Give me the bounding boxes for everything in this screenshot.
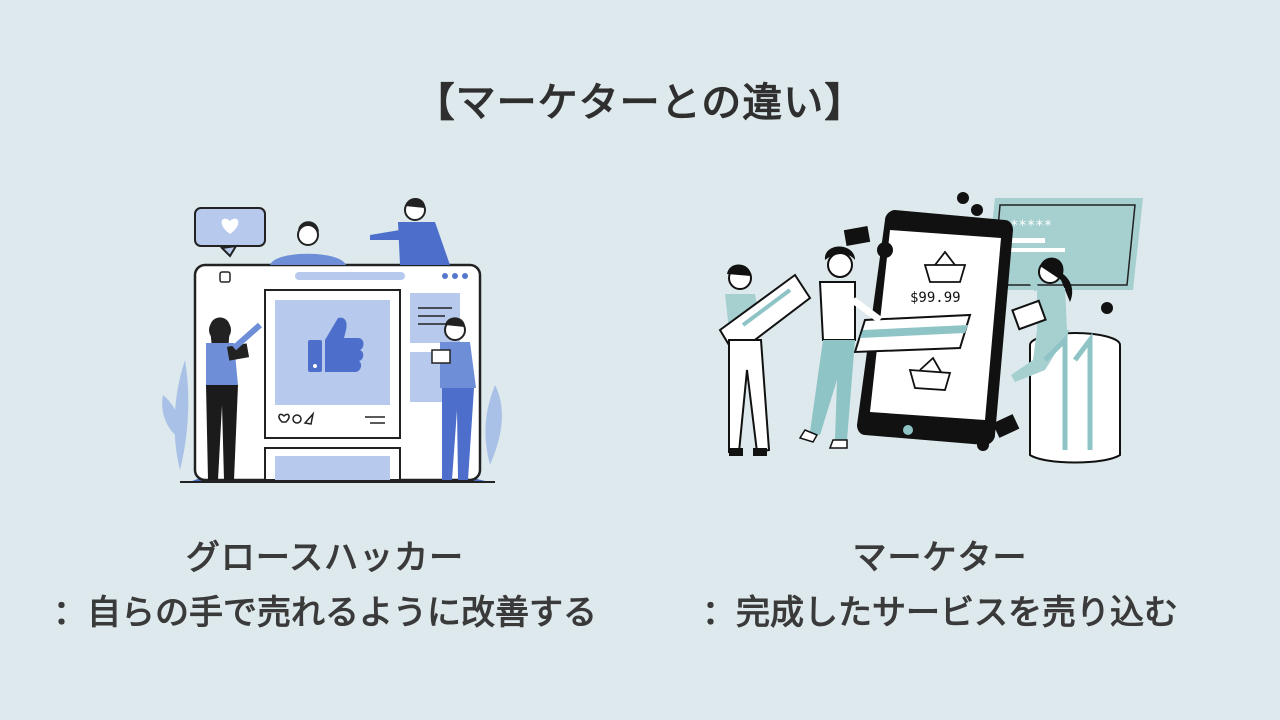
caption-marketer: マーケター ：完成したサービスを売り込む <box>650 530 1230 634</box>
heart-bubble-icon <box>194 207 266 258</box>
person-pointing <box>370 197 450 265</box>
person-standing-right <box>431 317 476 480</box>
person-with-tablet <box>206 317 262 480</box>
person-paying <box>798 246 883 449</box>
person-peeking <box>270 221 346 265</box>
shopping-basket-icon <box>908 250 967 391</box>
credit-card-icon <box>853 313 972 354</box>
leaf-decoration-right <box>485 385 502 465</box>
growth-hacker-illustration <box>162 197 502 483</box>
floating-coins <box>843 192 1113 451</box>
marketer-description: ：完成したサービスを売り込む <box>702 593 1178 633</box>
caption-growth-hacker: グロースハッカー ：自らの手で売れるように改善する <box>20 530 630 634</box>
svg-text:$99.99: $99.99 <box>910 290 961 306</box>
leaf-decoration-left <box>162 360 189 470</box>
growth-hacker-description: ：自らの手で売れるように改善する <box>53 593 597 633</box>
post-actions-icons <box>278 411 385 425</box>
svg-text:*****: ***** <box>1010 218 1052 234</box>
slide-title: 【マーケターとの違い】 <box>414 80 866 126</box>
person-sitting-with-tablet <box>1011 257 1121 464</box>
growth-hacker-label: グロースハッカー <box>185 538 465 578</box>
person-holding-card <box>718 264 812 456</box>
marketer-illustration: ***** $99.99 <box>718 192 1143 464</box>
thumbs-up-icon <box>308 317 364 372</box>
marketer-label: マーケター <box>852 538 1028 578</box>
